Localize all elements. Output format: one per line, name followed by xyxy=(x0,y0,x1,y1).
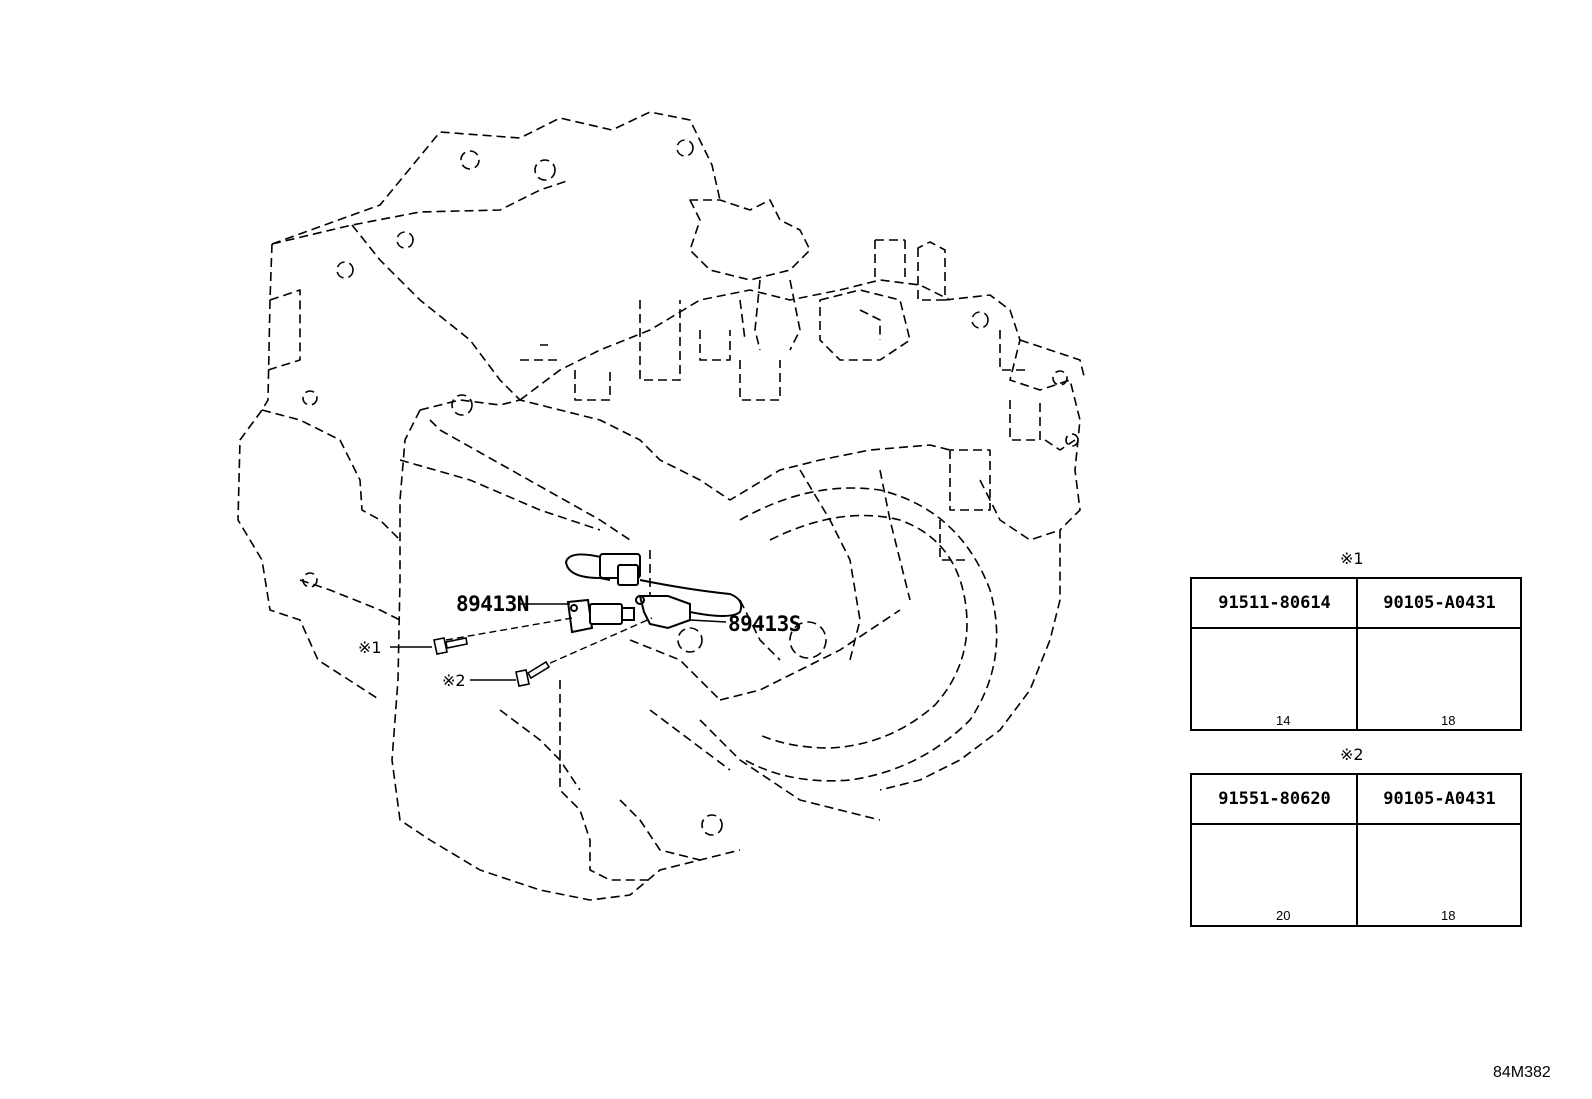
bolt-table-2-length-2: 18 xyxy=(1441,908,1456,923)
bolt-mark1-illustration xyxy=(433,637,468,655)
bolt-table-2-part-1[interactable]: 91551-80620 xyxy=(1192,775,1357,825)
converter-ring xyxy=(739,487,998,782)
bolt-table-2-mark: ※2 xyxy=(1340,745,1364,764)
housing-outline-left xyxy=(271,111,721,245)
bolt-table-2-length-1: 20 xyxy=(1276,908,1291,923)
callout-mark-2[interactable]: ※2 xyxy=(442,671,466,690)
bolt-table-1-length-1: 14 xyxy=(1276,713,1291,728)
bolt-table-2-part-2[interactable]: 90105-A0431 xyxy=(1357,775,1522,825)
sensor-harness xyxy=(564,553,613,581)
bolt-mark2-illustration xyxy=(515,660,551,687)
housing-outline-right xyxy=(944,294,1081,531)
bolt-table-1-divider xyxy=(1356,579,1358,729)
front-case-outline xyxy=(419,399,951,501)
diagram-id: 84M382 xyxy=(1493,1064,1551,1081)
callout-89413S[interactable]: 89413S xyxy=(728,612,801,636)
sensor-89413N xyxy=(566,598,594,634)
callout-89413N[interactable]: 89413N xyxy=(456,592,529,616)
bolt-table-1-part-2[interactable]: 90105-A0431 xyxy=(1357,579,1522,629)
bolt-table-2: 91551-80620 90105-A0431 xyxy=(1190,773,1522,927)
callout-mark-1[interactable]: ※1 xyxy=(358,638,382,657)
bolt-table-1-mark: ※1 xyxy=(1340,549,1364,568)
speed-sensor-assembly xyxy=(564,553,743,634)
bolt-table-2-divider xyxy=(1356,775,1358,925)
leader-89413S xyxy=(689,619,727,623)
sensor-89413S xyxy=(638,595,691,630)
valve-body-outline xyxy=(519,279,951,401)
bolt-table-1-length-2: 18 xyxy=(1441,713,1456,728)
bolt-table-1-part-1[interactable]: 91511-80614 xyxy=(1192,579,1357,629)
bolt-table-1: 91511-80614 90105-A0431 xyxy=(1190,577,1522,731)
